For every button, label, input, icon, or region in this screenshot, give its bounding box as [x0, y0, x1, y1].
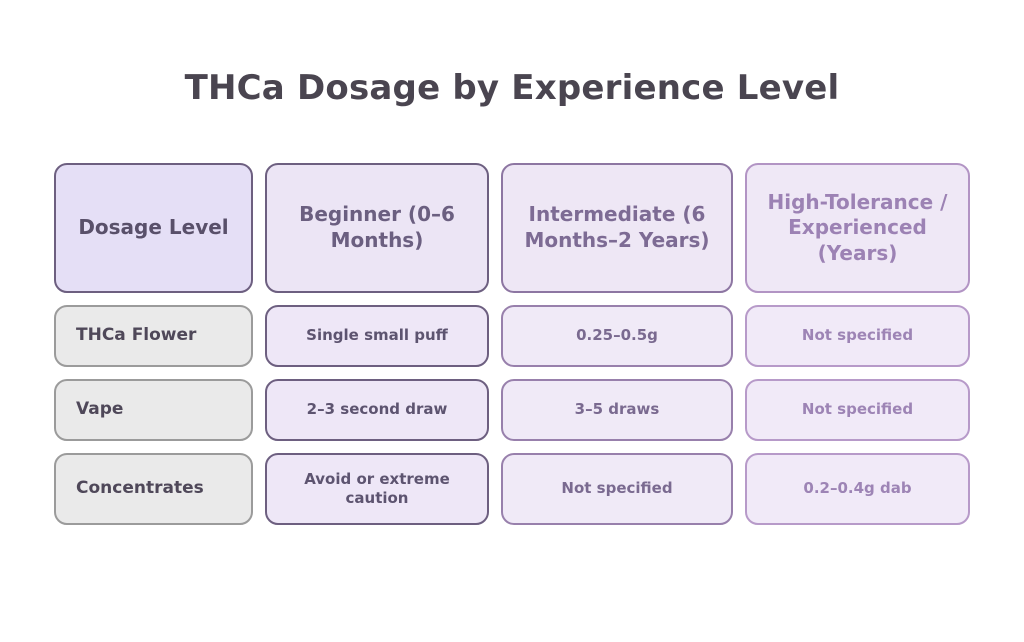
row-label-concentrates: Concentrates — [54, 453, 253, 525]
cell-thca-flower-intermediate: 0.25–0.5g — [501, 305, 733, 367]
header-cell-dosage-level: Dosage Level — [54, 163, 253, 293]
header-cell-intermediate: Intermediate (6 Months–2 Years) — [501, 163, 733, 293]
cell-vape-beginner: 2–3 second draw — [265, 379, 489, 441]
page-title: THCa Dosage by Experience Level — [184, 68, 840, 108]
cell-thca-flower-high-tolerance: Not specified — [745, 305, 970, 367]
cell-vape-intermediate: 3–5 draws — [501, 379, 733, 441]
cell-thca-flower-beginner: Single small puff — [265, 305, 489, 367]
cell-concentrates-beginner: Avoid or extreme caution — [265, 453, 489, 525]
table-row: Concentrates Avoid or extreme caution No… — [54, 453, 970, 525]
header-cell-high-tolerance: High-Tolerance / Experienced (Years) — [745, 163, 970, 293]
cell-vape-high-tolerance: Not specified — [745, 379, 970, 441]
dosage-table: Dosage Level Beginner (0–6 Months) Inter… — [54, 163, 970, 525]
table-header-row: Dosage Level Beginner (0–6 Months) Inter… — [54, 163, 970, 293]
row-label-thca-flower: THCa Flower — [54, 305, 253, 367]
cell-concentrates-high-tolerance: 0.2–0.4g dab — [745, 453, 970, 525]
row-label-vape: Vape — [54, 379, 253, 441]
table-row: Vape 2–3 second draw 3–5 draws Not speci… — [54, 379, 970, 441]
cell-concentrates-intermediate: Not specified — [501, 453, 733, 525]
table-row: THCa Flower Single small puff 0.25–0.5g … — [54, 305, 970, 367]
header-cell-beginner: Beginner (0–6 Months) — [265, 163, 489, 293]
